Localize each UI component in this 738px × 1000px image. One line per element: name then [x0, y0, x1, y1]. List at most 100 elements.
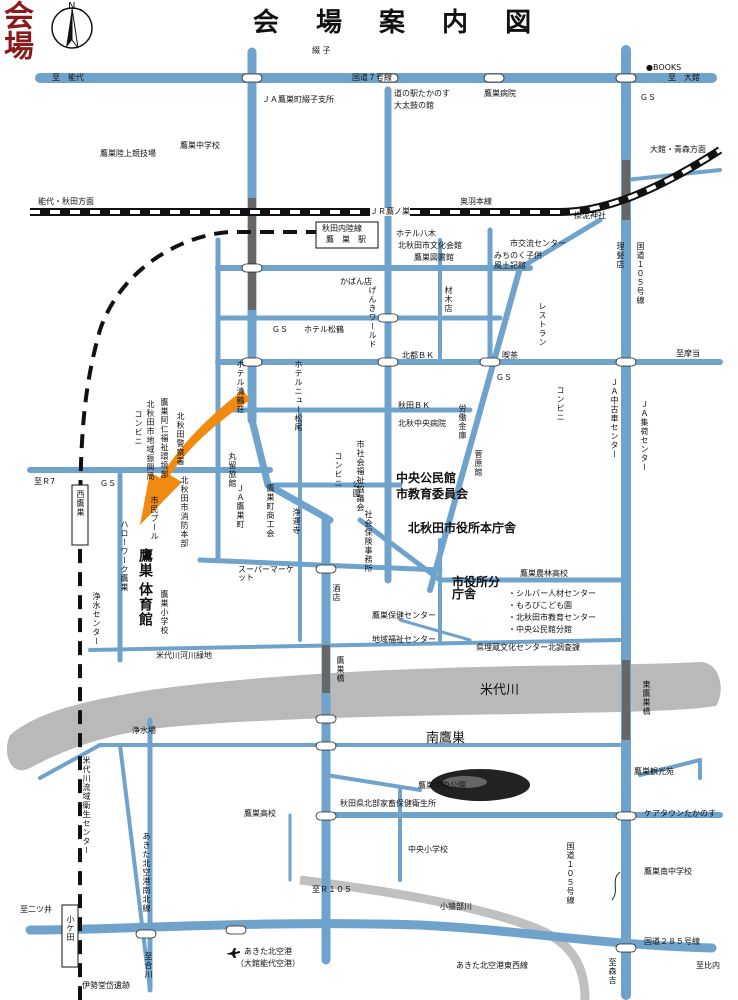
page-title: 会 場 案 内 図 [252, 8, 546, 38]
label-shakyo: 市社会福祉協議会 [356, 440, 365, 512]
label-pool: 市民プール [150, 496, 159, 541]
label-airport-road: あきた北空港南北線 [142, 832, 151, 913]
label-kozaru: 小猿部川 [440, 902, 472, 911]
label-kaban: かばん店 [340, 277, 372, 286]
label-sakaya: 酒店 [332, 584, 341, 602]
label-hotel-seikeiso: ホテル清鶴荘 [236, 360, 245, 414]
airport-icon [226, 948, 240, 958]
label-airport-sub: （大館能代空港） [236, 959, 300, 968]
label-police: 北秋田警察署 [176, 412, 185, 466]
label-to-aikawa: 至合川 [144, 952, 153, 979]
rail-crossing-bar-1 [248, 198, 256, 310]
label-conv2: コンビニ [134, 410, 143, 446]
label-junior-high: 鷹巣中学校 [180, 141, 220, 150]
label-odate-aomori: 大館・青森方面 [650, 145, 706, 154]
label-ja-takanosu: ＪＡ鷹巣町 [236, 484, 245, 529]
label-to-noshiro: 至 能代 [52, 73, 84, 82]
label-fukushi: 鷹巣阿仁福祉環境部 [160, 398, 169, 479]
label-kitagin: 北都ＢＫ [402, 351, 434, 360]
label-route105-v: 国道１０５号線 [636, 242, 645, 305]
road-network [25, 45, 723, 1000]
label-jokenji: 浄運寺 [292, 508, 301, 535]
label-hellowork: ハローワーク鷹巣 [120, 520, 129, 592]
label-kissa: 喫茶 [502, 351, 518, 360]
label-hoken-center: 鷹巣保健センター [372, 611, 436, 620]
label-to-mappo: 至摩当 [676, 349, 700, 358]
label-jousui: 浄水センター [92, 592, 101, 646]
label-moro: ・もろびこども園 [508, 601, 572, 610]
label-route285: 国道２８５号線 [644, 937, 700, 946]
gas-station-icon: ＧＳ [640, 93, 656, 102]
label-kominkan-branch: ・中央公民館分館 [508, 625, 572, 634]
takanosu-station-box [315, 221, 379, 249]
label-noshiro-akita: 能代・秋田方面 [38, 197, 94, 206]
ou-railway-line [30, 146, 723, 216]
label-conv1: コンビニ [556, 386, 565, 422]
label-fudoki: 風土記館 [494, 261, 526, 270]
label-care: ケアタウンたかのす [644, 809, 716, 818]
label-seiso: 米代川流域衛生センター [82, 756, 91, 855]
label-gym-1: 鷹巣 [137, 548, 153, 578]
label-eisei: 秋田県北部家畜保健衛生所 [340, 799, 436, 808]
label-fire: 北秋田市消防本部 [180, 476, 189, 548]
label-koko: 鷹巣高校 [244, 809, 276, 818]
label-chuo-park: 鷹巣中央公園 [418, 781, 466, 790]
label-hospital: 鷹巣病院 [484, 89, 516, 98]
nishi-takanosu-station-box [71, 484, 89, 546]
label-kyoiku: 市教育委員会 [396, 487, 469, 501]
label-to-odate: 至 大館 [668, 73, 700, 82]
label-bunchosha: 市役所分庁舎 [452, 575, 501, 601]
label-to-futatsui: 至二ツ井 [20, 905, 52, 914]
label-shoko: 鷹巣町商工会 [266, 484, 275, 538]
label-route105-s: 国道１０５号線 [566, 842, 575, 905]
label-minami-jhs: 鷹巣南中学校 [644, 867, 692, 876]
label-minami: 南鷹巣 [426, 731, 466, 746]
label-rehab: 北秋田市地域振興局 [146, 400, 155, 481]
label-gym-2: 体育館 [137, 582, 153, 627]
label-gs4: ＧＳ [100, 479, 116, 488]
nairiku-railway-line [78, 230, 320, 1000]
label-kitaakita-culture: 北秋田市文化会館 [398, 241, 462, 250]
label-barber: 理髪店 [616, 242, 625, 269]
label-kyoiku-center: ・北秋田市教育センター [508, 613, 596, 622]
label-higashi-bridge: 東鷹巣橋 [642, 680, 651, 716]
label-zaimoku: 材木店 [444, 286, 453, 313]
label-nairiku-line: 秋田内陸線 [322, 224, 362, 233]
label-super: スーパーマーケット [238, 565, 294, 582]
label-gs3: ＧＳ [496, 373, 512, 382]
venue-label: 会場 [0, 0, 33, 60]
label-to-morioka: 至森吉 [608, 958, 617, 985]
takanosu-bridge-bar [322, 645, 330, 693]
label-ja-tsunago: ＪＡ鷹巣町綴子支所 [262, 95, 334, 104]
label-genki: げんきワールド [368, 286, 377, 349]
label-yoneshiro: 米代川 [480, 683, 520, 698]
label-jousuijo: 浄水場 [132, 726, 156, 735]
label-kitaaki-hospital: 北秋中央病院 [398, 419, 446, 428]
venue-arrow [140, 390, 250, 525]
label-taiko: 大太鼓の館 [394, 101, 434, 110]
label-silver: ・シルバー人材センター [508, 589, 596, 598]
label-sugawara: 菅原館 [474, 450, 483, 477]
label-marutome: 丸留旅館 [228, 452, 237, 488]
label-to-r105: 至Ｒ１０５ [312, 885, 352, 894]
label-tsunago: 綴 子 [312, 46, 331, 55]
label-chuo-elem: 中央小学校 [408, 845, 448, 854]
label-city-hall: 北秋田市役所本庁舎 [408, 521, 517, 535]
label-ja-shuka: ＪＡ集荷センター [640, 400, 649, 472]
north-label: N [68, 1, 76, 12]
label-gs2: ＧＳ [272, 325, 288, 334]
label-to-kaminai: 至比内 [696, 961, 720, 970]
label-park: 公園 [352, 480, 361, 498]
label-michinoeki: 道の駅たかのす [394, 89, 450, 98]
label-r7: 至Ｒ7 [34, 477, 56, 486]
label-akita-bk: 秋田ＢＫ [398, 401, 430, 410]
label-ja-nakagoya: ＪＡ中古車センター [610, 378, 619, 459]
label-airport-east: あきた北空港東西線 [456, 961, 528, 970]
label-michinoku: みちのく子供 [494, 251, 542, 260]
label-airport: あきた北空港 [244, 947, 292, 956]
label-elem: 鷹巣小学校 [160, 590, 169, 635]
north-arrow-icon [51, 7, 93, 49]
label-ou-line: 奥羽本線 [460, 197, 492, 206]
label-hotel-hakki: ホテル八木 [396, 229, 436, 238]
label-maizo: 県埋蔵文化センター北調査課 [476, 643, 580, 652]
